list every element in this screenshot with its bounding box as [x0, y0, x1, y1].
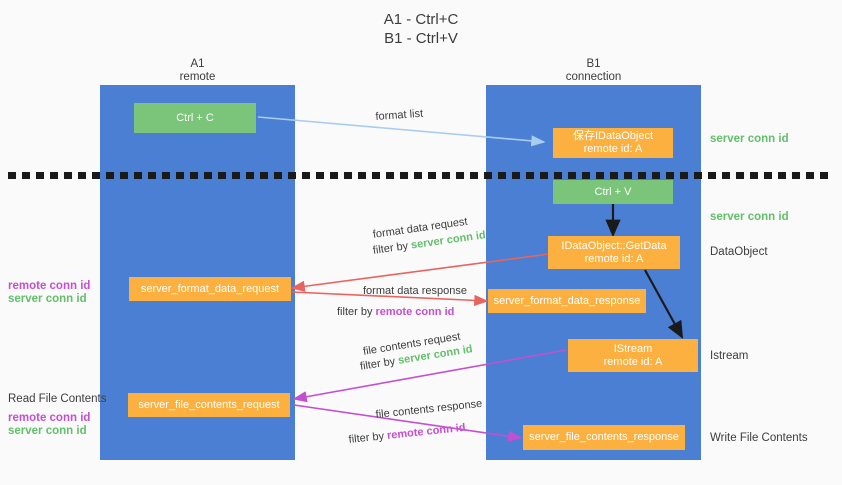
right-label-istream: Istream	[710, 350, 749, 362]
column-header-b1: B1 connection	[486, 58, 701, 84]
box-istream-line2: remote id: A	[603, 355, 663, 368]
edge-label-format-data-response: format data response	[363, 285, 467, 297]
box-server-file-contents-request[interactable]: server_file_contents_request	[128, 393, 290, 417]
title-line-2: B1 - Ctrl+V	[384, 30, 458, 47]
left-label-server-conn-id-lower: server conn id	[8, 425, 87, 437]
phase-divider	[8, 172, 834, 179]
fcresp-filter-key: remote conn id	[386, 421, 467, 442]
edge-label-format-list: format list	[375, 107, 424, 123]
box-server-file-contents-request-label: server_file_contents_request	[138, 398, 280, 411]
box-ctrl-c[interactable]: Ctrl + C	[134, 103, 256, 133]
box-server-format-data-request[interactable]: server_format_data_request	[129, 277, 291, 301]
right-label-server-conn-id-second: server conn id	[710, 211, 789, 223]
edge-label-file-contents-response: file contents response	[375, 397, 483, 421]
edge-label-format-data-response-filter: filter by remote conn id	[337, 305, 454, 320]
column-header-a1-sub: remote	[179, 71, 216, 83]
right-label-dataobject: DataObject	[710, 246, 768, 258]
left-label-remote-conn-id-upper: remote conn id	[8, 280, 91, 292]
box-server-file-contents-response-label: server_file_contents_response	[529, 431, 679, 443]
box-ctrl-v[interactable]: Ctrl + V	[553, 180, 673, 204]
box-server-format-data-request-label: server_format_data_request	[140, 282, 280, 295]
right-label-server-conn-id-top: server conn id	[710, 133, 789, 145]
box-save-dataobject-line1: 保存IDataObject	[572, 130, 654, 142]
fcresp-filter-prefix: filter by	[348, 429, 388, 446]
left-label-server-conn-id-upper: server conn id	[8, 293, 87, 305]
title-line-1: A1 - Ctrl+C	[383, 11, 459, 28]
box-istream-line1: IStream	[613, 342, 653, 355]
column-header-a1: A1 remote	[100, 58, 295, 84]
box-ctrl-c-label: Ctrl + C	[176, 111, 214, 124]
page-title: A1 - Ctrl+C B1 - Ctrl+V	[0, 10, 842, 48]
column-header-b1-sub: connection	[565, 71, 622, 83]
column-header-b1-name: B1	[586, 58, 601, 70]
fdresp-filter-prefix: filter by	[337, 306, 376, 318]
box-getdata-line1: IDataObject::GetData	[561, 239, 667, 252]
box-save-dataobject-line2: remote id: A	[583, 143, 643, 155]
box-server-format-data-response-label: server_format_data_response	[493, 294, 641, 307]
fdr-filter-prefix: filter by	[372, 239, 412, 257]
fdresp-filter-key: remote conn id	[375, 306, 455, 318]
box-server-format-data-response[interactable]: server_format_data_response	[488, 289, 646, 313]
right-label-write-file-contents: Write File Contents	[710, 432, 808, 444]
left-label-remote-conn-id-lower: remote conn id	[8, 412, 91, 424]
left-label-read-file-contents: Read File Contents	[8, 393, 107, 405]
box-idataobject-getdata[interactable]: IDataObject::GetData remote id: A	[548, 236, 680, 269]
box-server-file-contents-response[interactable]: server_file_contents_response	[523, 425, 685, 450]
column-header-a1-name: A1	[190, 58, 205, 70]
box-istream[interactable]: IStream remote id: A	[568, 339, 698, 372]
edge-label-file-contents-response-filter: filter by remote conn id	[348, 421, 466, 448]
box-save-dataobject[interactable]: 保存IDataObject remote id: A	[553, 128, 673, 158]
box-getdata-line2: remote id: A	[584, 252, 644, 265]
box-ctrl-v-label: Ctrl + V	[594, 185, 632, 198]
